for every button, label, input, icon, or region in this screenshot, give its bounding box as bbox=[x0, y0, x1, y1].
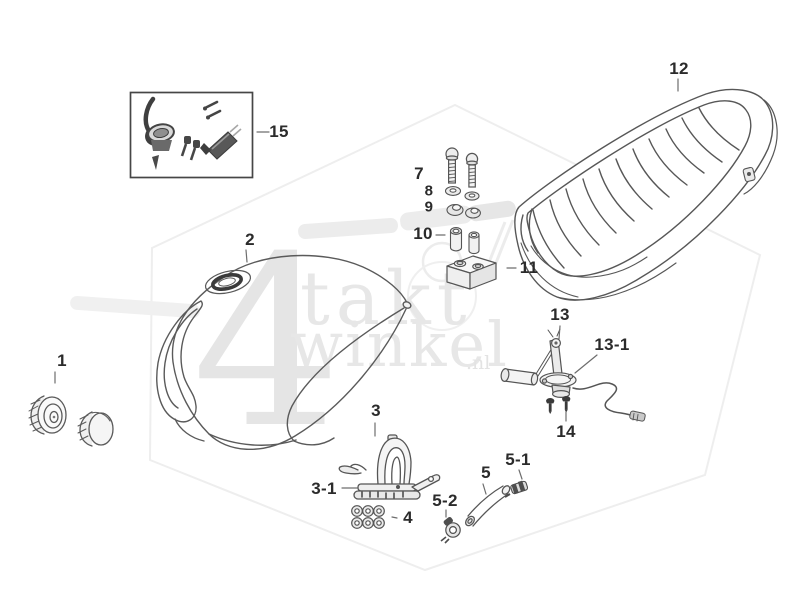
watermark: 4 takt winkel .nl bbox=[70, 103, 762, 572]
lock-set-inset bbox=[129, 91, 254, 179]
fuel-sender-drawing bbox=[500, 328, 646, 422]
part-label-3: 3 bbox=[371, 401, 381, 420]
sender-screws-drawing bbox=[546, 396, 571, 414]
part-label-14: 14 bbox=[556, 422, 576, 441]
part-label-4: 4 bbox=[403, 508, 413, 527]
part-label-9: 9 bbox=[424, 198, 434, 216]
part-label-5-1: 5-1 bbox=[505, 450, 531, 469]
fuel-hose-drawing bbox=[465, 485, 511, 527]
hose-clip-drawing bbox=[504, 480, 529, 498]
fuel-tank-drawing bbox=[156, 254, 412, 450]
watermark-word-bottom: winkel bbox=[290, 308, 509, 381]
leader-lines bbox=[54, 78, 679, 519]
part-label-1: 1 bbox=[57, 351, 67, 370]
fuel-tap-drawing bbox=[338, 434, 441, 500]
part-label-7: 7 bbox=[414, 164, 424, 183]
watermark-numeral: 4 bbox=[192, 207, 342, 480]
part-label-12: 12 bbox=[669, 59, 689, 78]
part-label-13: 13 bbox=[550, 305, 570, 324]
part-label-10: 10 bbox=[413, 224, 433, 243]
part-label-5: 5 bbox=[481, 463, 491, 482]
hose-clamp-drawing bbox=[440, 516, 461, 544]
mount-block-drawing bbox=[446, 255, 497, 290]
grommet-pair-drawing bbox=[446, 204, 481, 219]
part-label-2: 2 bbox=[245, 230, 255, 249]
watermark-word-top: takt bbox=[300, 256, 472, 342]
part-label-3-1: 3-1 bbox=[311, 479, 337, 498]
part-label-11: 11 bbox=[519, 258, 539, 277]
seat-drawing bbox=[514, 88, 778, 301]
washer-pair-drawing bbox=[444, 186, 480, 201]
spacer-pair-drawing bbox=[449, 227, 480, 255]
lock-set-contents bbox=[143, 96, 242, 170]
watermark-hexagon bbox=[148, 103, 762, 572]
part-label-5-2: 5-2 bbox=[432, 491, 458, 510]
watermark-scooter bbox=[70, 200, 516, 331]
washer-set-drawing bbox=[351, 505, 385, 529]
part-label-13-1: 13-1 bbox=[594, 335, 630, 354]
part-label-8: 8 bbox=[424, 182, 434, 200]
bolt-pair-drawing bbox=[445, 147, 479, 188]
watermark-domain-suffix: .nl bbox=[466, 352, 490, 374]
fuel-cap-drawing bbox=[28, 395, 114, 447]
part-label-15: 15 bbox=[269, 122, 289, 141]
